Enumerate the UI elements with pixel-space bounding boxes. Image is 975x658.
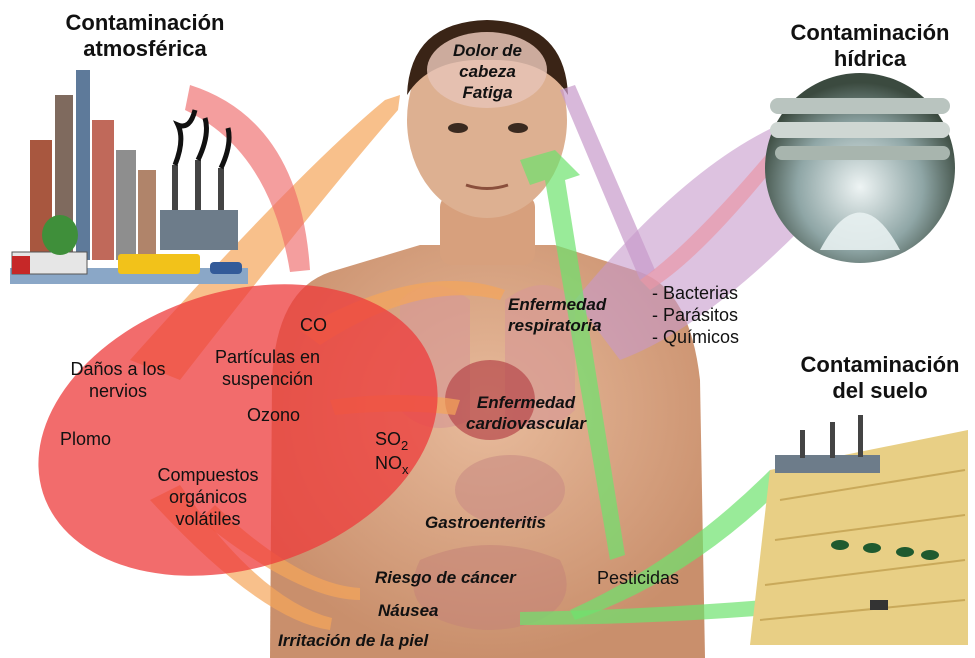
- smokestack: [218, 168, 224, 210]
- cow: [863, 543, 881, 553]
- stomach: [455, 455, 565, 525]
- label-line: respiratoria: [508, 316, 602, 335]
- heading-line: del suelo: [832, 378, 928, 403]
- water-scene: [765, 73, 955, 263]
- effect-nerve-damage: Daños a los nervios: [58, 358, 178, 402]
- effect-skin-irritation: Irritación de la piel: [278, 631, 429, 650]
- heart: [445, 360, 535, 440]
- water-pollutant: - Químicos: [652, 327, 740, 347]
- effect-headache-fatigue: Dolor de cabeza Fatiga: [425, 40, 550, 103]
- so2-subscript: 2: [401, 438, 409, 453]
- brain: [427, 32, 547, 108]
- pollutant-lead: Plomo: [60, 429, 112, 449]
- heading-line: Contaminación: [800, 352, 960, 377]
- soil-arrow-to-gut: [570, 470, 785, 620]
- water-pollution-heading: Contaminación hídrica: [780, 20, 960, 72]
- pollutant-nox: NOx: [375, 452, 409, 481]
- label-line: Compuestos: [157, 465, 259, 485]
- effect-cardiovascular: Enfermedad cardiovascular: [446, 392, 606, 434]
- heading-line: hídrica: [833, 46, 907, 71]
- effect-cancer-risk: Riesgo de cáncer: [375, 568, 516, 587]
- field-lines: [759, 469, 966, 621]
- effect-respiratory: Enfermedad respiratoria: [508, 294, 606, 336]
- pollutant-particles: Partículas en suspención: [205, 346, 330, 390]
- intestines: [413, 545, 567, 630]
- soil-arrow-to-nausea: [520, 600, 770, 625]
- smokestack: [800, 430, 805, 458]
- air-pollution-zone: [38, 85, 505, 630]
- label-line: Enfermedad: [476, 393, 576, 412]
- building: [76, 70, 90, 260]
- nox-base: NO: [375, 453, 402, 473]
- smoke: [172, 109, 232, 170]
- left-eye: [448, 123, 468, 133]
- cow: [921, 550, 939, 560]
- air-arrow-from-source: [185, 85, 310, 272]
- truck-cab: [12, 256, 30, 274]
- pollutant-co: CO: [300, 315, 327, 335]
- soil-arrow-to-head: [520, 150, 625, 560]
- pipe: [775, 146, 950, 160]
- label-line: cardiovascular: [465, 414, 586, 433]
- city-illustration: [10, 70, 248, 284]
- pollutant-ozone: Ozono: [247, 405, 301, 425]
- water-splash: [820, 212, 900, 250]
- label-line: Enfermedad: [508, 295, 607, 314]
- building: [92, 120, 114, 260]
- pipe: [770, 98, 950, 114]
- water-illustration: [765, 73, 955, 263]
- car: [210, 262, 242, 274]
- factory: [160, 210, 238, 250]
- air-pollutant-ellipse: [38, 284, 438, 576]
- label-line: nervios: [88, 381, 148, 401]
- soil-pollution-zone: [520, 150, 785, 625]
- pollutant-voc: Compuestos orgánicos volátiles: [148, 464, 268, 530]
- heading-line: Contaminación: [65, 10, 225, 35]
- water-pollutant-list: - Bacterias - Parásitos - Químicos: [652, 282, 739, 348]
- school-bus: [118, 254, 200, 274]
- building: [138, 170, 156, 260]
- tractor: [870, 600, 888, 610]
- label-line: Daños a los: [70, 359, 166, 379]
- smokestack: [172, 165, 178, 210]
- cow: [831, 540, 849, 550]
- pipe: [770, 122, 950, 138]
- so2-base: SO: [375, 429, 402, 449]
- heading-line: atmosférica: [83, 36, 207, 61]
- label-line: cabeza: [459, 62, 516, 81]
- smokestack: [830, 422, 835, 458]
- pollutant-so2: SO2: [375, 428, 408, 457]
- mouth: [465, 183, 509, 190]
- building: [116, 150, 136, 260]
- label-line: volátiles: [175, 509, 241, 529]
- smokestack: [858, 415, 863, 457]
- air-pollution-heading: Contaminación atmosférica: [55, 10, 235, 62]
- smokestack: [195, 160, 201, 210]
- label-line: Fatiga: [462, 83, 513, 102]
- farm-illustration: [750, 415, 968, 645]
- label-line: orgánicos: [168, 487, 248, 507]
- label-line: Partículas en: [214, 347, 321, 367]
- water-pollution-zone: [560, 85, 800, 360]
- water-arrow-to-head: [560, 85, 655, 280]
- cow: [896, 547, 914, 557]
- label-line: suspención: [221, 369, 314, 389]
- tree: [42, 215, 78, 255]
- label-line: Dolor de: [453, 41, 522, 60]
- heading-line: Contaminación: [790, 20, 950, 45]
- water-pollutant: - Parásitos: [652, 305, 739, 325]
- farm-factory: [775, 455, 880, 473]
- water-pollutant: - Bacterias: [652, 283, 739, 303]
- nox-subscript: x: [402, 462, 409, 477]
- farm-land: [750, 430, 968, 645]
- pollutant-pesticides: Pesticidas: [597, 568, 680, 588]
- soil-pollution-heading: Contaminación del suelo: [790, 352, 970, 404]
- effect-nausea: Náusea: [378, 601, 439, 620]
- water-arrow-from-source: [640, 150, 780, 290]
- effect-gastroenteritis: Gastroenteritis: [425, 513, 546, 532]
- right-eye: [508, 123, 528, 133]
